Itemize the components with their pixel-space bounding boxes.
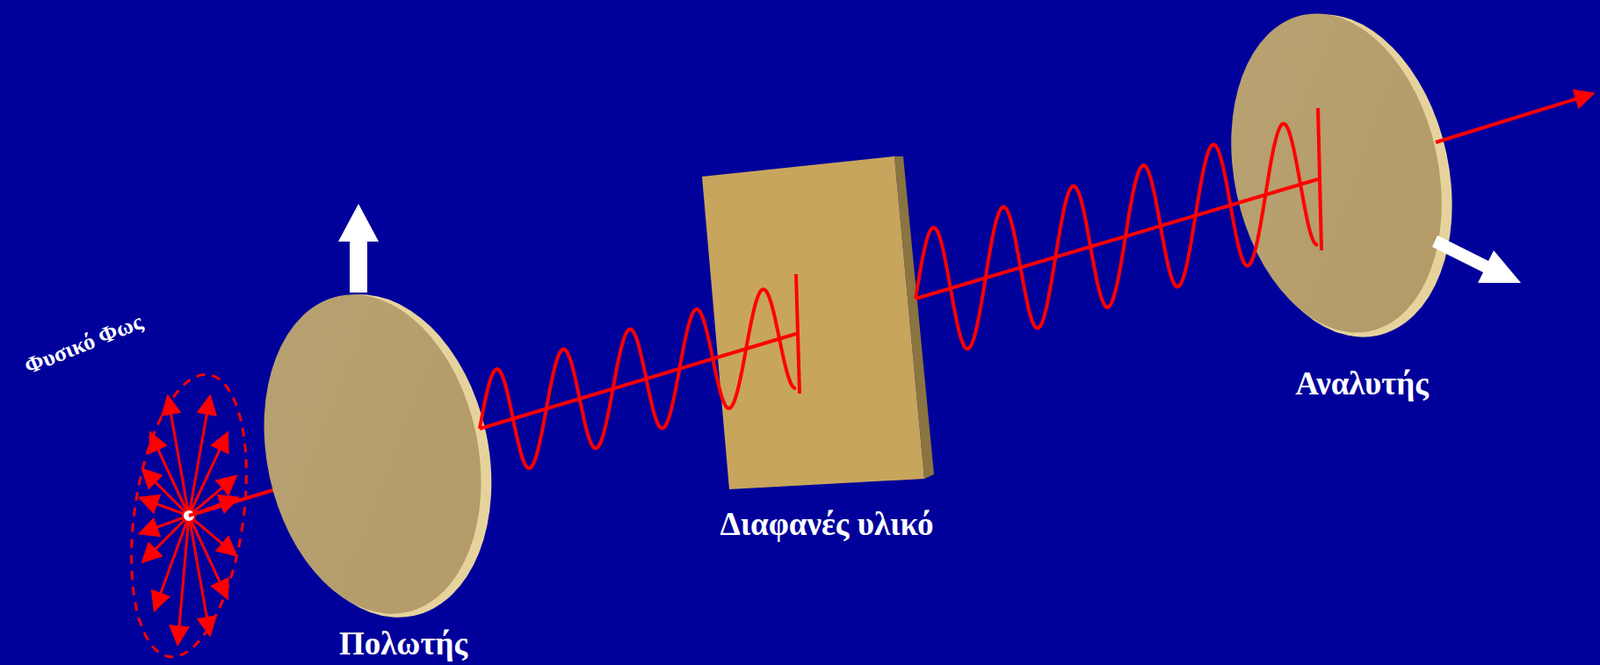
field-vector [188, 515, 236, 556]
field-vector [188, 396, 210, 516]
polarizer-disc [235, 273, 521, 638]
exit-beam [1435, 94, 1593, 143]
analyzer-disc [1202, 0, 1481, 358]
light-wave [479, 108, 1322, 469]
field-vector [188, 515, 228, 599]
analyzer-label: Αναλυτής [1295, 364, 1429, 403]
material-label: Διαφανές υλικό [719, 505, 934, 543]
natural-light-label: Φυσικό Φως [21, 308, 147, 380]
transparent-material [702, 156, 934, 490]
field-vector [177, 515, 189, 645]
polarizer-label: Πολωτής [339, 623, 468, 662]
field-vector [140, 498, 189, 516]
field-vector [143, 470, 189, 516]
field-vector [143, 515, 189, 562]
analyzer-axis-arrow [1432, 235, 1521, 283]
field-vector [188, 515, 210, 636]
polarization-axis-arrow [338, 203, 379, 293]
